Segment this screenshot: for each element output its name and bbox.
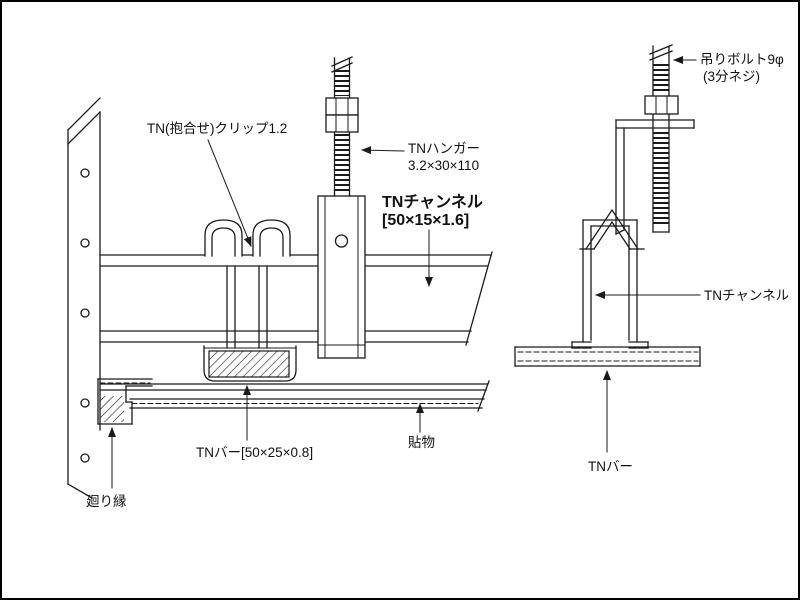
label-hanger-size: 3.2×30×110: [408, 158, 479, 173]
tn-hanger: [317, 195, 366, 359]
label-clip: TN(抱合せ)クリップ1.2: [147, 121, 287, 136]
ceiling-board-side: [129, 380, 490, 412]
molding-hatch: [100, 396, 124, 422]
clip-loop-left-inner: [211, 227, 236, 257]
label-channel-right: TNチャンネル: [704, 288, 789, 303]
label-channel-name: TNチャンネル: [382, 193, 483, 211]
hanger-nut-upper: [325, 97, 359, 116]
label-molding: 廻り縁: [86, 494, 127, 509]
tn-clip: [203, 219, 297, 382]
tn-bar-side: [99, 383, 488, 391]
leader-clip: [207, 139, 252, 247]
leader-hanger: [361, 146, 405, 155]
bolt-nut: [644, 95, 679, 115]
wall-stud: [67, 97, 101, 499]
leader-lines: [108, 56, 701, 489]
label-bolt-thread: (3分ネジ): [703, 69, 760, 84]
suspension-bolt: [644, 44, 679, 233]
tn-channel-side: [99, 251, 493, 346]
hanger-hole: [334, 234, 349, 248]
labels: TN(抱合せ)クリップ1.2 TNハンガー 3.2×30×110 TNチャンネル…: [86, 52, 789, 509]
hanger-bolt-threaded: [325, 56, 359, 197]
label-channel-size: [50×15×1.6]: [382, 212, 469, 229]
label-bolt-name: 吊りボルト9φ: [700, 52, 784, 67]
label-hanger-name: TNハンガー: [408, 141, 480, 156]
hanger-nut-lower: [325, 114, 359, 133]
tn-bar-section: [208, 350, 290, 378]
clip-jaw: [203, 345, 297, 382]
hanger-bracket: [615, 119, 695, 235]
label-board: 貼物: [408, 435, 435, 450]
spring-clip: [579, 208, 645, 250]
tn-bar-right: [514, 346, 701, 367]
tn-channel-section: [571, 219, 649, 349]
label-bar-left: TNバー[50×25×0.8]: [196, 445, 313, 460]
label-bar-right: TNバー: [588, 459, 633, 474]
ceiling-molding: [97, 378, 153, 425]
clip-loop-right-inner: [259, 227, 284, 257]
